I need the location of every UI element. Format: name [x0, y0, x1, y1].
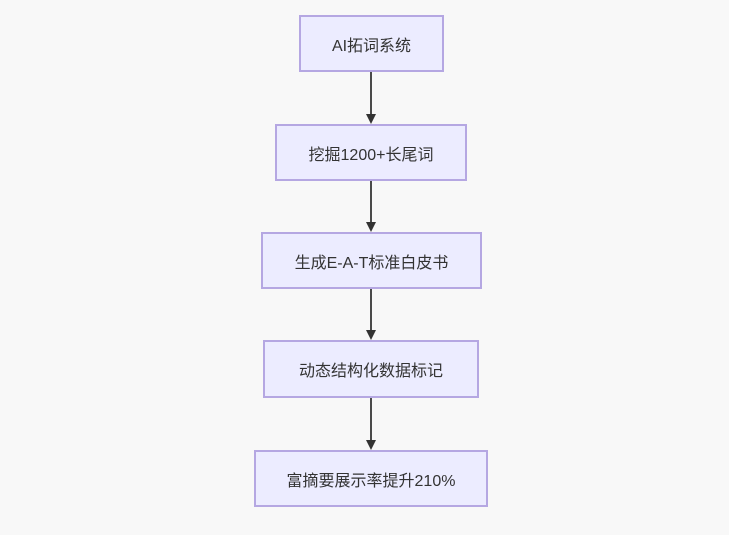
flow-arrow-4 [364, 398, 378, 450]
arrowhead-down-icon [366, 222, 376, 232]
flow-node-longtail-mining: 挖掘1200+长尾词 [275, 124, 467, 181]
flow-arrow-2 [364, 181, 378, 232]
flow-arrow-1 [364, 72, 378, 124]
flow-arrow-3 [364, 289, 378, 340]
arrow-line [370, 181, 372, 225]
flow-node-rich-snippet-result: 富摘要展示率提升210% [254, 450, 488, 507]
flow-node-eat-whitepaper: 生成E-A-T标准白皮书 [261, 232, 482, 289]
flow-node-label: 挖掘1200+长尾词 [308, 146, 434, 164]
arrow-line [370, 72, 372, 117]
flow-node-label: 动态结构化数据标记 [298, 363, 443, 380]
flow-node-label: 生成E-A-T标准白皮书 [294, 254, 449, 272]
flow-node-label: AI拓词系统 [331, 37, 412, 55]
arrowhead-down-icon [366, 330, 376, 340]
arrow-line [370, 289, 372, 333]
flow-node-label: 富摘要展示率提升210% [286, 472, 456, 490]
arrow-line [370, 398, 372, 443]
arrowhead-down-icon [366, 440, 376, 450]
flow-node-structured-data: 动态结构化数据标记 [263, 340, 479, 398]
arrowhead-down-icon [366, 114, 376, 124]
flow-node-ai-word-system: AI拓词系统 [299, 15, 444, 72]
